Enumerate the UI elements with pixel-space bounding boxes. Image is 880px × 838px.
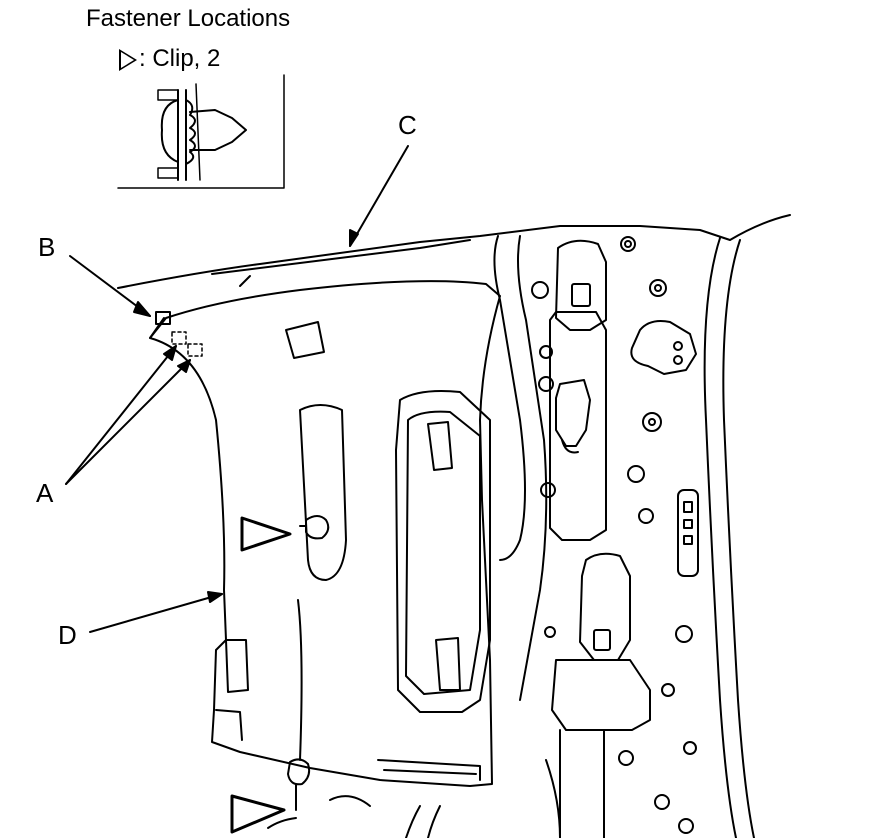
callout-label-a: A <box>36 478 54 508</box>
clip-markers <box>230 516 292 834</box>
clip-legend: : Clip, 2 <box>119 44 220 74</box>
hook-a-marks <box>171 331 203 357</box>
callout-label-c: C <box>398 110 417 140</box>
leader-lines <box>65 145 409 633</box>
body-panel <box>493 235 755 838</box>
clip-legend-text: : Clip, 2 <box>139 45 221 72</box>
callout-label-b: B <box>38 232 56 262</box>
clip-detail-inset <box>117 74 285 189</box>
callout-label-d: D <box>58 620 77 650</box>
roof-edge <box>117 214 791 289</box>
fastener-locations-title: Fastener Locations <box>86 5 291 32</box>
pillar-trim-panel-d <box>149 280 501 838</box>
clip-triangle-icon <box>119 48 137 71</box>
